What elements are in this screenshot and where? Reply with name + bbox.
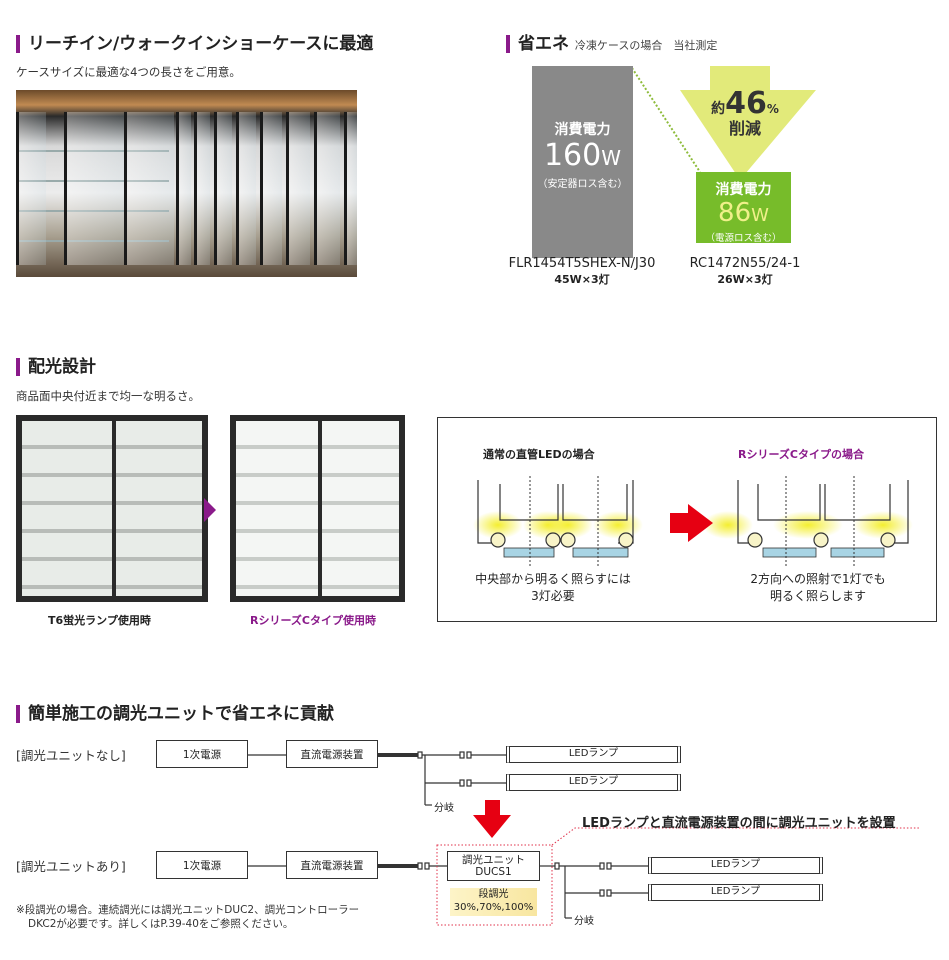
before-model: FLR1454T5SHEX-N/J30 45W×3灯 bbox=[497, 256, 667, 287]
r-series-shelf-image bbox=[230, 415, 405, 602]
before-note: （安定器ロス含む） bbox=[537, 179, 628, 190]
led-lamp: LEDランプ bbox=[506, 774, 681, 791]
callout-text: LEDランプと直流電源装置の間に調光ユニットを設置 bbox=[582, 816, 896, 831]
branch-label: 分岐 bbox=[574, 916, 594, 927]
after-unit: W bbox=[751, 205, 769, 226]
section-subtitle: ケースサイズに最適な4つの長さをご用意。 bbox=[16, 65, 241, 79]
triangle-arrow-icon bbox=[204, 498, 216, 522]
led-lamp: LEDランプ bbox=[506, 746, 681, 763]
after-value: 86 bbox=[718, 198, 752, 228]
right-diagram-desc: 2方向への照射で1灯でも明るく照らします bbox=[718, 571, 918, 605]
dimming-levels: 30%,70%,100% bbox=[453, 902, 534, 913]
section-title-energy: 省エネ 冷凍ケースの場合 当社測定 bbox=[506, 34, 717, 56]
primary-power-box: 1次電源 bbox=[156, 740, 248, 768]
unit-model: DUCS1 bbox=[475, 866, 512, 878]
before-power-bar: 消費電力 160W （安定器ロス含む） bbox=[532, 66, 633, 258]
section-title-dimming: 簡単施工の調光ユニットで省エネに貢献 bbox=[16, 704, 334, 724]
section-title-light-distribution: 配光設計 bbox=[16, 357, 96, 377]
after-label: 消費電力 bbox=[715, 182, 772, 198]
unit-name: 調光ユニット bbox=[462, 854, 525, 866]
reduction-unit: % bbox=[766, 102, 779, 116]
right-diagram-title: RシリーズCタイプの場合 bbox=[738, 448, 864, 461]
before-unit: W bbox=[601, 146, 622, 170]
after-model: RC1472N55/24-1 26W×3灯 bbox=[665, 256, 825, 287]
light-comparison-box: 通常の直管LEDの場合 RシリーズCタイプの場合 中央部から明るく照らすには 3灯… bbox=[437, 417, 937, 622]
left-diagram-title: 通常の直管LEDの場合 bbox=[483, 448, 595, 461]
right-desc-2: 明るく照らします bbox=[769, 589, 866, 603]
reduction-prefix: 約 bbox=[711, 101, 726, 117]
before-value: 160 bbox=[543, 138, 602, 173]
down-arrow-icon bbox=[473, 800, 511, 838]
before-model-name: FLR1454T5SHEX-N/J30 bbox=[508, 256, 656, 271]
footnote-line-1: ※段調光の場合。連続調光には調光ユニットDUC2、調光コントローラー bbox=[16, 904, 360, 916]
reduction-text: 約46% 削減 bbox=[700, 88, 790, 138]
energy-note: 冷凍ケースの場合 当社測定 bbox=[574, 39, 718, 52]
row-label-with: [調光ユニットあり] bbox=[16, 859, 126, 874]
footnote-line-2: DKC2が必要です。詳しくはP.39-40をご参照ください。 bbox=[28, 918, 294, 930]
dc-power-box: 直流電源装置 bbox=[286, 740, 378, 768]
after-model-name: RC1472N55/24-1 bbox=[689, 256, 801, 271]
caption-t6: T6蛍光ランプ使用時 bbox=[48, 614, 151, 627]
dimming-label: 段調光 bbox=[478, 889, 509, 900]
caption-r-series: RシリーズCタイプ使用時 bbox=[250, 614, 376, 627]
t6-shelf-image bbox=[16, 415, 208, 602]
dc-power-box: 直流電源装置 bbox=[286, 851, 378, 879]
before-label: 消費電力 bbox=[554, 122, 611, 138]
primary-power-box: 1次電源 bbox=[156, 851, 248, 879]
light-diagram bbox=[473, 476, 913, 568]
energy-title: 省エネ bbox=[518, 34, 569, 54]
section-title-reach-in: リーチイン/ウォークインショーケースに最適 bbox=[16, 34, 373, 54]
left-desc-1: 中央部から明るく照らすには bbox=[475, 572, 631, 586]
after-power-box: 消費電力 86W （電源ロス含む） bbox=[696, 172, 791, 244]
wiring-diagram bbox=[248, 751, 920, 926]
section-subtitle: 商品面中央付近まで均一な明るさ。 bbox=[16, 389, 200, 403]
comparison-graphics bbox=[631, 66, 816, 180]
dimming-levels-badge: 段調光 30%,70%,100% bbox=[450, 888, 537, 916]
red-arrow-icon bbox=[670, 504, 713, 542]
reduction-label: 削減 bbox=[728, 119, 761, 138]
showcase-photo bbox=[16, 90, 357, 277]
reduction-arrow bbox=[680, 66, 816, 180]
left-desc-2: 3灯必要 bbox=[531, 589, 575, 603]
row-label-without: [調光ユニットなし] bbox=[16, 748, 126, 763]
led-lamp: LEDランプ bbox=[648, 884, 823, 901]
footnote: ※段調光の場合。連続調光には調光ユニットDUC2、調光コントローラー DKC2が必… bbox=[16, 903, 359, 931]
led-lamp: LEDランプ bbox=[648, 857, 823, 874]
after-note: （電源ロス含む） bbox=[705, 233, 782, 244]
after-spec: 26W×3灯 bbox=[717, 273, 773, 286]
right-desc-1: 2方向への照射で1灯でも bbox=[750, 572, 886, 586]
before-spec: 45W×3灯 bbox=[554, 273, 610, 286]
left-diagram-desc: 中央部から明るく照らすには 3灯必要 bbox=[458, 571, 648, 605]
branch-label: 分岐 bbox=[434, 803, 454, 814]
reduction-value: 46 bbox=[725, 86, 767, 121]
